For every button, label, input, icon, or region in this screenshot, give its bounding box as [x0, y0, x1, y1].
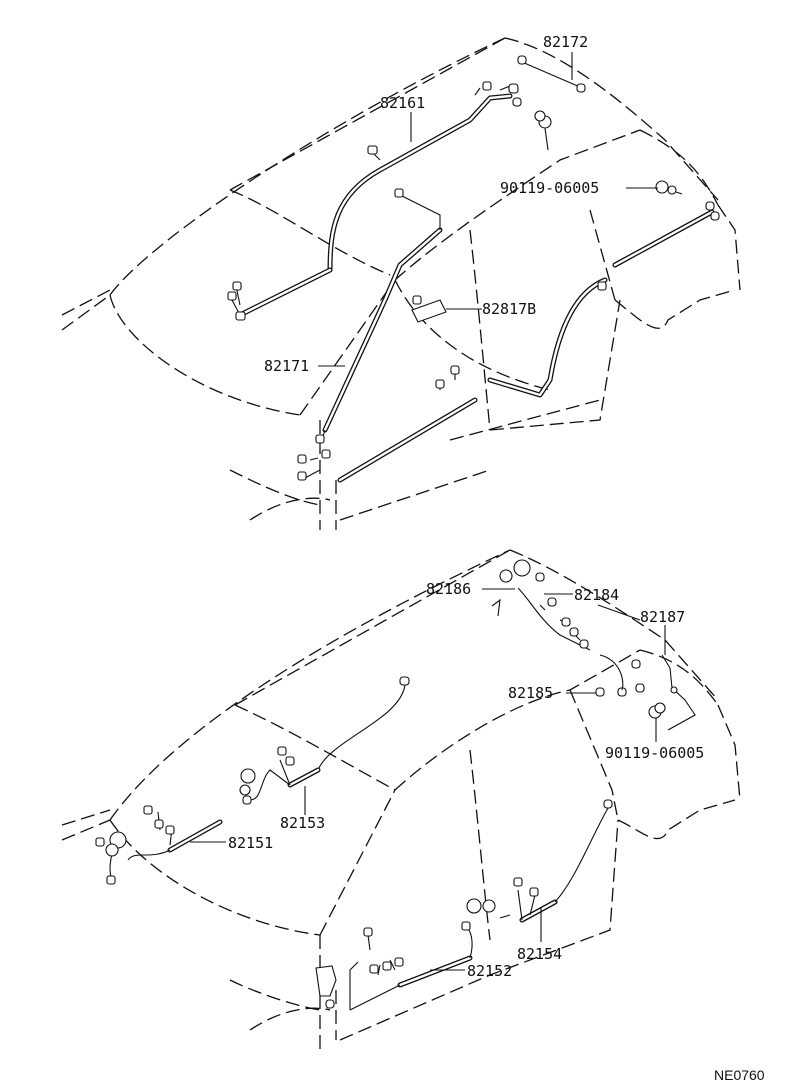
- diagram-id: NE0760: [714, 1067, 765, 1083]
- harness-rear-upper: [612, 201, 720, 268]
- upper-vehicle-view: 82172 82161 90119-06005 82817B 82171: [61, 33, 741, 530]
- harness-82172: [517, 55, 586, 93]
- clip-upper: [534, 110, 552, 151]
- harness-82154: [499, 799, 613, 923]
- part-label-82817b: 82817B: [482, 300, 536, 318]
- lower-body-outline: [61, 549, 741, 1050]
- harness-82152: [315, 898, 496, 1011]
- harness-82187: [661, 654, 696, 731]
- part-label-82187: 82187: [640, 608, 685, 626]
- harness-82161: [227, 81, 522, 321]
- part-label-82184: 82184: [574, 586, 619, 604]
- part-label-82151: 82151: [228, 834, 273, 852]
- part-label-82172: 82172: [543, 33, 588, 51]
- label-82817b-part: [411, 295, 447, 323]
- part-label-82185: 82185: [508, 684, 553, 702]
- part-label-82153: 82153: [280, 814, 325, 832]
- part-label-90119-lower: 90119-06005: [605, 744, 704, 762]
- part-label-90119-upper: 90119-06005: [500, 179, 599, 197]
- part-label-82161: 82161: [380, 94, 425, 112]
- upper-body-outline: [61, 37, 741, 530]
- part-label-82152: 82152: [467, 962, 512, 980]
- harness-82171: [297, 188, 443, 481]
- lower-vehicle-view: 82186 82184 82187 82185 90119-06005 8215…: [61, 549, 741, 1050]
- part-label-82171: 82171: [264, 357, 309, 375]
- harness-82153: [239, 676, 410, 805]
- part-label-82154: 82154: [517, 945, 562, 963]
- leader-82187a: [597, 604, 641, 621]
- harness-sill-upper: [337, 277, 608, 483]
- harness-82184: [491, 559, 645, 697]
- harness-82151: [95, 805, 223, 885]
- bolt-90119-upper: [655, 180, 683, 195]
- part-label-82186: 82186: [426, 580, 471, 598]
- bolt-90119-lower: [648, 702, 666, 719]
